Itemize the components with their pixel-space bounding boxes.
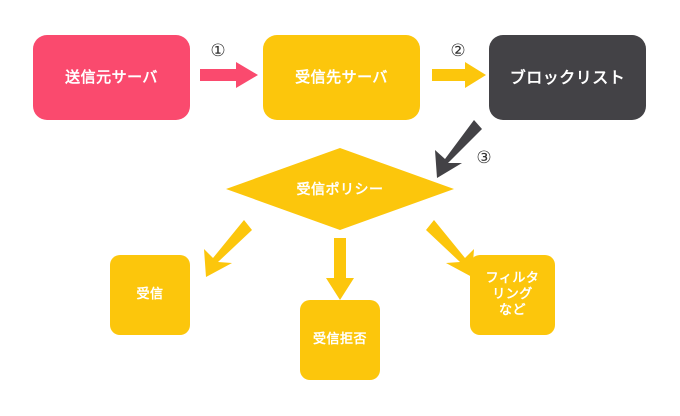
step-marker-2-label: ② bbox=[450, 40, 466, 61]
step-marker-2: ② bbox=[447, 40, 469, 62]
node-destination-server-label: 受信先サーバ bbox=[295, 68, 388, 87]
node-receive-policy-label-wrap: 受信ポリシー bbox=[226, 148, 454, 230]
node-reject[interactable]: 受信拒否 bbox=[300, 300, 380, 380]
node-filtering-label: フィルタ リング など bbox=[485, 270, 540, 319]
step-marker-1: ① bbox=[207, 40, 229, 62]
node-reject-label: 受信拒否 bbox=[312, 331, 367, 347]
node-receive-policy[interactable]: 受信ポリシー bbox=[226, 148, 454, 230]
arrow-down-icon-policy-reject bbox=[326, 238, 354, 300]
node-filtering[interactable]: フィルタ リング など bbox=[470, 255, 555, 335]
node-accept[interactable]: 受信 bbox=[110, 255, 190, 335]
arrow-right-icon-1 bbox=[200, 62, 258, 88]
node-source-server-label: 送信元サーバ bbox=[65, 68, 158, 87]
step-marker-3-label: ③ bbox=[476, 147, 492, 168]
diamond-shape bbox=[226, 148, 454, 230]
step-marker-3: ③ bbox=[473, 147, 495, 169]
node-source-server[interactable]: 送信元サーバ bbox=[33, 35, 190, 120]
node-accept-label: 受信 bbox=[136, 286, 164, 302]
node-destination-server[interactable]: 受信先サーバ bbox=[263, 35, 420, 120]
arrow-down-left-icon-3 bbox=[435, 120, 482, 178]
arrow-down-right-icon-policy-filtering bbox=[426, 220, 474, 277]
node-block-list[interactable]: ブロックリスト bbox=[489, 35, 646, 120]
step-marker-1-label: ① bbox=[210, 40, 226, 61]
node-block-list-label: ブロックリスト bbox=[509, 67, 626, 87]
arrow-down-left-icon-policy-accept bbox=[204, 220, 252, 277]
arrow-right-icon-2 bbox=[432, 62, 486, 88]
node-receive-policy-label: 受信ポリシー bbox=[296, 182, 384, 198]
